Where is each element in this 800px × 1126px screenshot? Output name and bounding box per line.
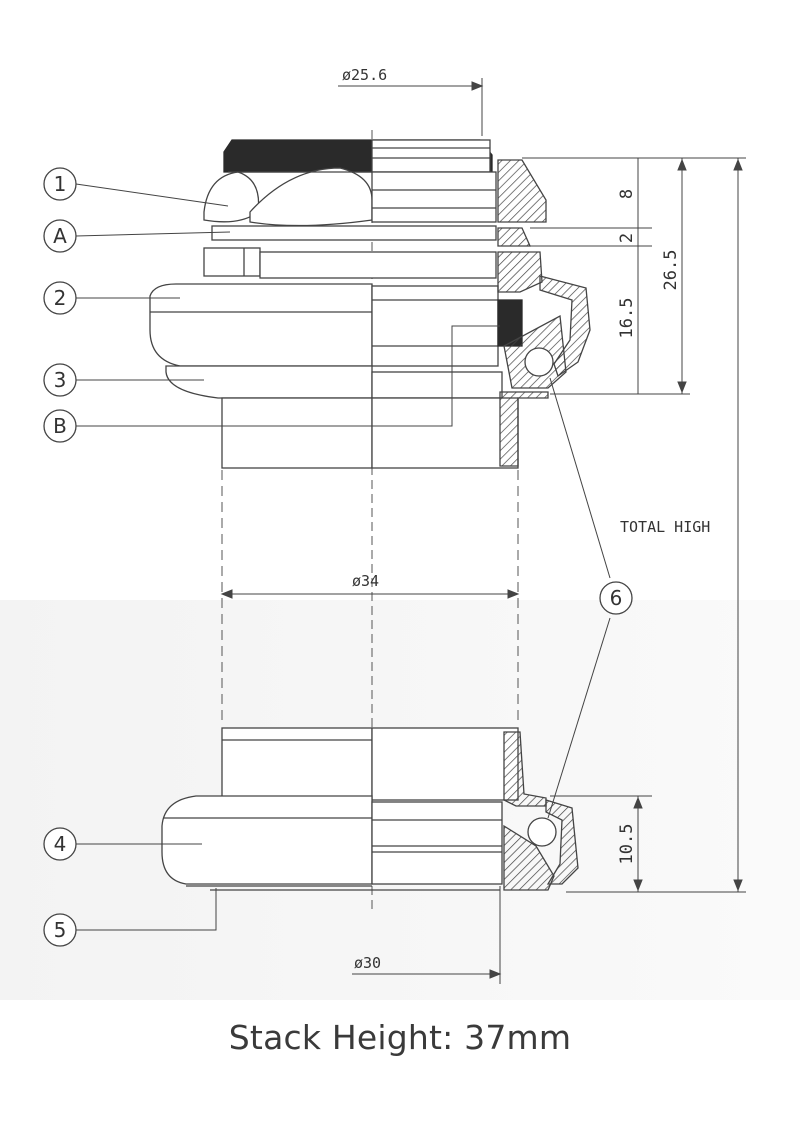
- svg-text:6: 6: [610, 586, 623, 610]
- callouts: 1 A 2 3 B 4 5 6: [43, 167, 633, 947]
- callout-a: A: [43, 219, 77, 253]
- callout-3: 3: [43, 363, 77, 397]
- dim-mid-diameter: ø34: [352, 572, 379, 590]
- svg-text:2: 2: [54, 286, 67, 310]
- dim-26-5: 26.5: [661, 250, 681, 291]
- dim-16-5: 16.5: [617, 298, 637, 339]
- dim-bottom-diameter: ø30: [354, 954, 381, 972]
- callout-b: B: [43, 409, 77, 443]
- callout-4: 4: [43, 827, 77, 861]
- dim-10-5: 10.5: [617, 824, 637, 865]
- callout-leaders: [75, 183, 611, 931]
- callout-2: 2: [43, 281, 77, 315]
- dim-top-diameter: ø25.6: [342, 66, 387, 84]
- upper-assembly: [149, 139, 523, 469]
- upper-cross-section: [497, 159, 591, 467]
- callout-5: 5: [43, 913, 77, 947]
- dimension-labels: ø25.6 ø34 ø30 8 2 16.5 26.5 10.5 TOTAL H…: [342, 66, 710, 972]
- callout-6: 6: [599, 581, 633, 615]
- svg-text:A: A: [53, 224, 67, 248]
- lower-assembly: [161, 727, 519, 891]
- dimension-lines: [220, 78, 746, 984]
- stack-height-caption: Stack Height: 37mm: [228, 1018, 572, 1057]
- headset-technical-drawing: 1 A 2 3 B 4 5 6 ø25.6 ø34 ø30 8 2 16.5 2…: [0, 66, 800, 1000]
- svg-text:4: 4: [54, 832, 67, 856]
- svg-text:3: 3: [54, 368, 67, 392]
- dim-8: 8: [617, 189, 637, 199]
- svg-text:1: 1: [54, 172, 67, 196]
- dim-2: 2: [617, 233, 637, 243]
- svg-text:B: B: [53, 414, 67, 438]
- callout-1: 1: [43, 167, 77, 201]
- lower-cross-section: [503, 731, 579, 891]
- head-tube-outline: [221, 470, 519, 726]
- dim-total-high: TOTAL HIGH: [620, 518, 710, 536]
- svg-text:5: 5: [54, 918, 67, 942]
